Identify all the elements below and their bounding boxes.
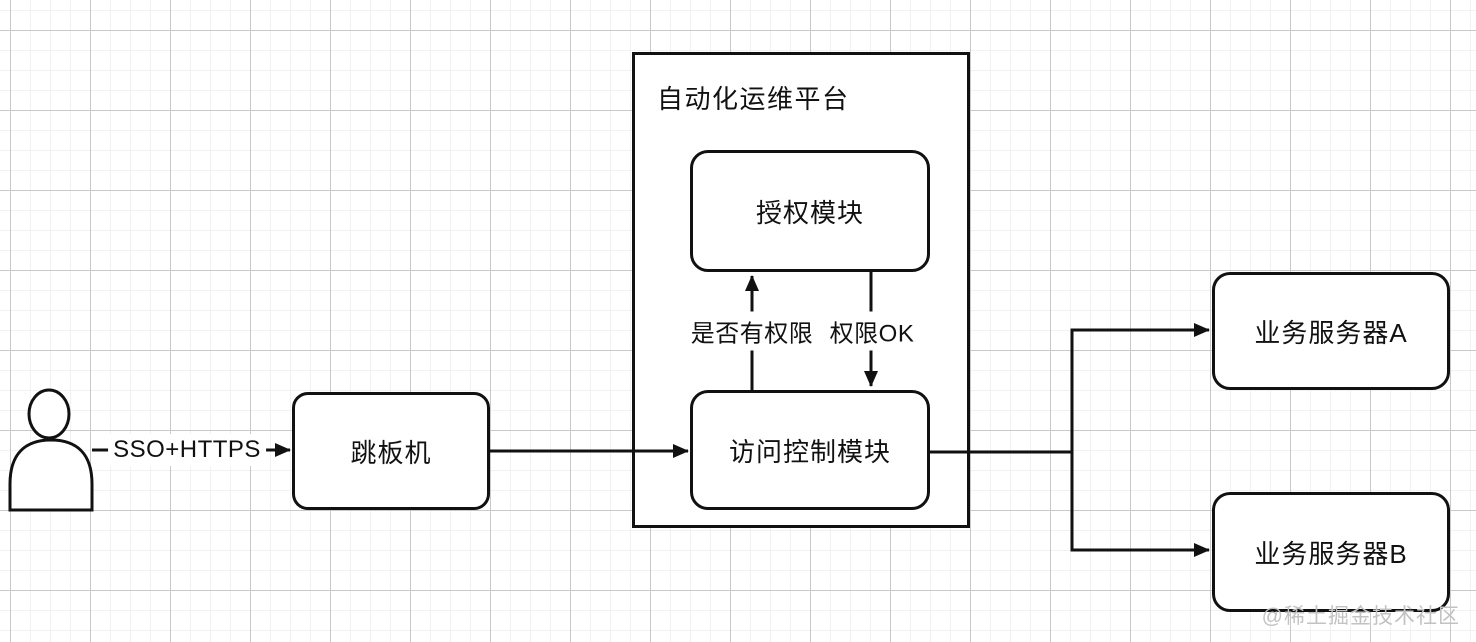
node-access-control: 访问控制模块	[690, 390, 930, 510]
edge-label-check-permission: 是否有权限	[685, 311, 819, 351]
node-auth-module-label: 授权模块	[755, 197, 864, 228]
node-server-b-label: 业务服务器B	[1254, 538, 1408, 569]
watermark: @稀土掘金技术社区	[1261, 605, 1460, 628]
edge-label-sso: SSO+HTTPS	[108, 434, 266, 466]
edge-label-permission-ok: 权限OK	[824, 311, 920, 351]
node-jump-server: 跳板机	[292, 392, 490, 510]
node-jump-server-label: 跳板机	[350, 437, 432, 468]
node-auth-module: 授权模块	[690, 150, 930, 272]
node-access-control-label: 访问控制模块	[728, 436, 891, 467]
node-server-a: 业务服务器A	[1212, 272, 1450, 390]
user-icon	[8, 388, 94, 512]
platform-title: 自动化运维平台	[657, 84, 850, 114]
node-server-a-label: 业务服务器A	[1254, 317, 1408, 348]
node-server-b: 业务服务器B	[1212, 492, 1450, 612]
